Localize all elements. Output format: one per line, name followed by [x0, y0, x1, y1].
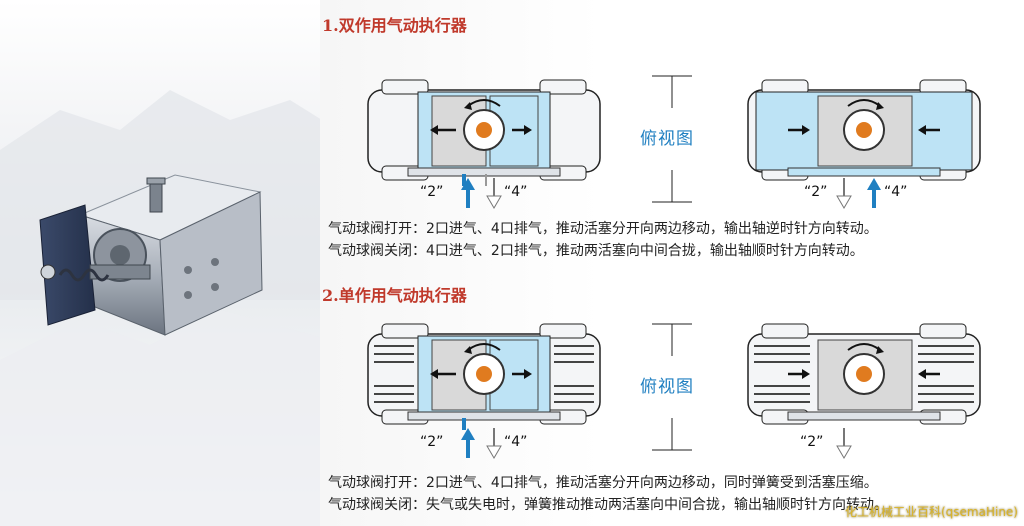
close-port-4-in-arrow — [867, 178, 881, 208]
section-2-close-description: 气动球阀关闭：失气或失电时，弹簧推动推动两活塞向中间合拢，输出轴顺时针方向转动。 — [328, 497, 888, 513]
close-port-2-out-arrow — [836, 178, 852, 209]
double-acting-close-diagram — [747, 79, 981, 181]
s2-close-port-2-label: “2” — [800, 434, 824, 450]
s2-port-2-label: “2” — [420, 434, 444, 450]
view-divider-2 — [652, 323, 692, 451]
view-divider-1 — [652, 75, 692, 203]
single-acting-open-diagram — [367, 323, 601, 430]
section-2-open-description: 气动球阀打开：2口进气、4口排气，推动活塞分开向两边移动，同时弹簧受到活塞压缩。 — [328, 475, 878, 491]
s2-port-4-label: “4” — [504, 434, 528, 450]
top-view-label-1: 俯视图 — [640, 129, 694, 149]
s2-port-4-out-arrow — [486, 428, 502, 459]
s2-close-port-2-out-arrow — [836, 428, 852, 459]
port-4-label: “4” — [504, 184, 528, 200]
s2-port-2-in-arrow — [461, 428, 475, 458]
close-port-4-label: “4” — [884, 184, 908, 200]
section-1-open-description: 气动球阀打开：2口进气、4口排气，推动活塞分开向两边移动，输出轴逆时针方向转动。 — [328, 221, 878, 237]
close-port-2-label: “2” — [804, 184, 828, 200]
port-2-label: “2” — [420, 184, 444, 200]
port-4-out-arrow — [486, 178, 502, 209]
watermark: 化工机械工业百科(qsemaHine) — [844, 505, 1018, 519]
left-panel-background — [0, 0, 330, 526]
top-view-label-2: 俯视图 — [640, 377, 694, 397]
single-acting-close-diagram — [747, 323, 981, 425]
port-2-in-arrow — [461, 178, 475, 208]
section-1-title: 1.双作用气动执行器 — [322, 16, 467, 35]
section-2-title: 2.单作用气动执行器 — [322, 286, 467, 305]
section-1-close-description: 气动球阀关闭：4口进气、2口排气，推动两活塞向中间合拢，输出轴顺时针方向转动。 — [328, 243, 864, 259]
actuator-cutaway-illustration — [39, 174, 263, 336]
double-acting-open-diagram — [367, 79, 601, 186]
